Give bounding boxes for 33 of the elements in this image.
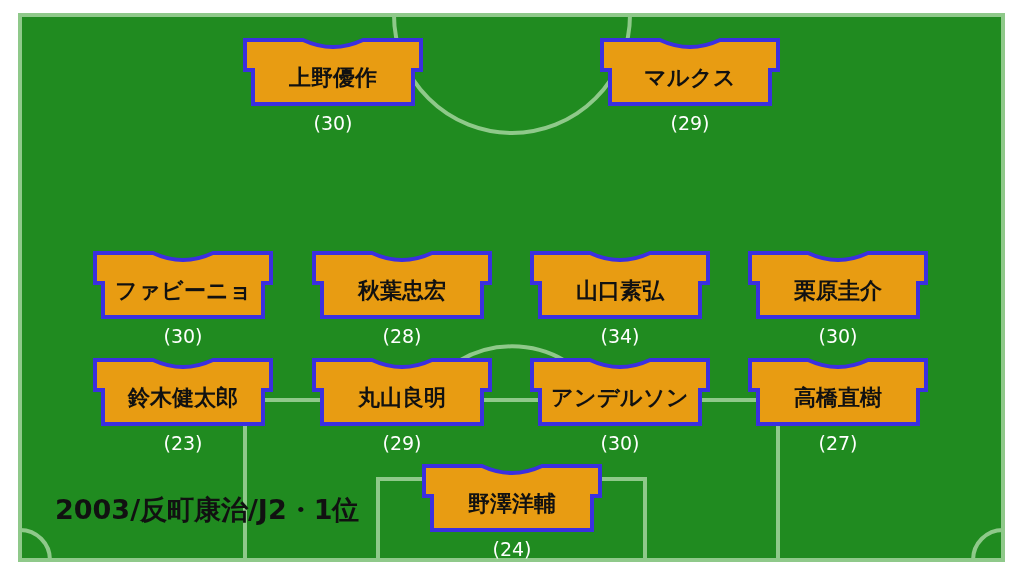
jersey-badge	[530, 251, 710, 319]
player-name: マルクス	[643, 64, 737, 92]
player-name: 上野優作	[288, 64, 378, 92]
jersey-badge	[530, 358, 710, 426]
age-label: (23)	[163, 432, 203, 454]
player-name: アンデルソン	[550, 384, 690, 412]
player-name: 栗原圭介	[793, 277, 883, 305]
jersey-badge	[748, 251, 928, 319]
age-label: (27)	[818, 432, 858, 454]
age-label: (29)	[670, 112, 710, 134]
age-label: (28)	[382, 325, 422, 347]
jersey-badge	[748, 358, 928, 426]
player-name: ファビーニョ	[113, 277, 253, 305]
player-name: 丸山良明	[357, 384, 447, 412]
jersey-badge	[312, 358, 492, 426]
jersey-badge	[600, 38, 780, 106]
age-label: (30)	[313, 112, 353, 134]
age-label: (30)	[163, 325, 203, 347]
player-name: 高橋直樹	[793, 384, 883, 412]
age-label: (34)	[600, 325, 640, 347]
player-name: 秋葉忠宏	[356, 277, 447, 305]
age-label: (30)	[600, 432, 640, 454]
jersey-badge	[93, 358, 273, 426]
jersey-badge	[422, 464, 602, 532]
age-label: (24)	[492, 538, 532, 560]
jersey-badge	[312, 251, 492, 319]
player-name: 鈴木健太郎	[126, 384, 239, 412]
age-label: (30)	[818, 325, 858, 347]
player-name: 山口素弘	[575, 277, 666, 305]
jersey-badge	[243, 38, 423, 106]
player-name: 野澤洋輔	[467, 490, 557, 518]
age-label: (29)	[382, 432, 422, 454]
jersey-badge	[93, 251, 273, 319]
